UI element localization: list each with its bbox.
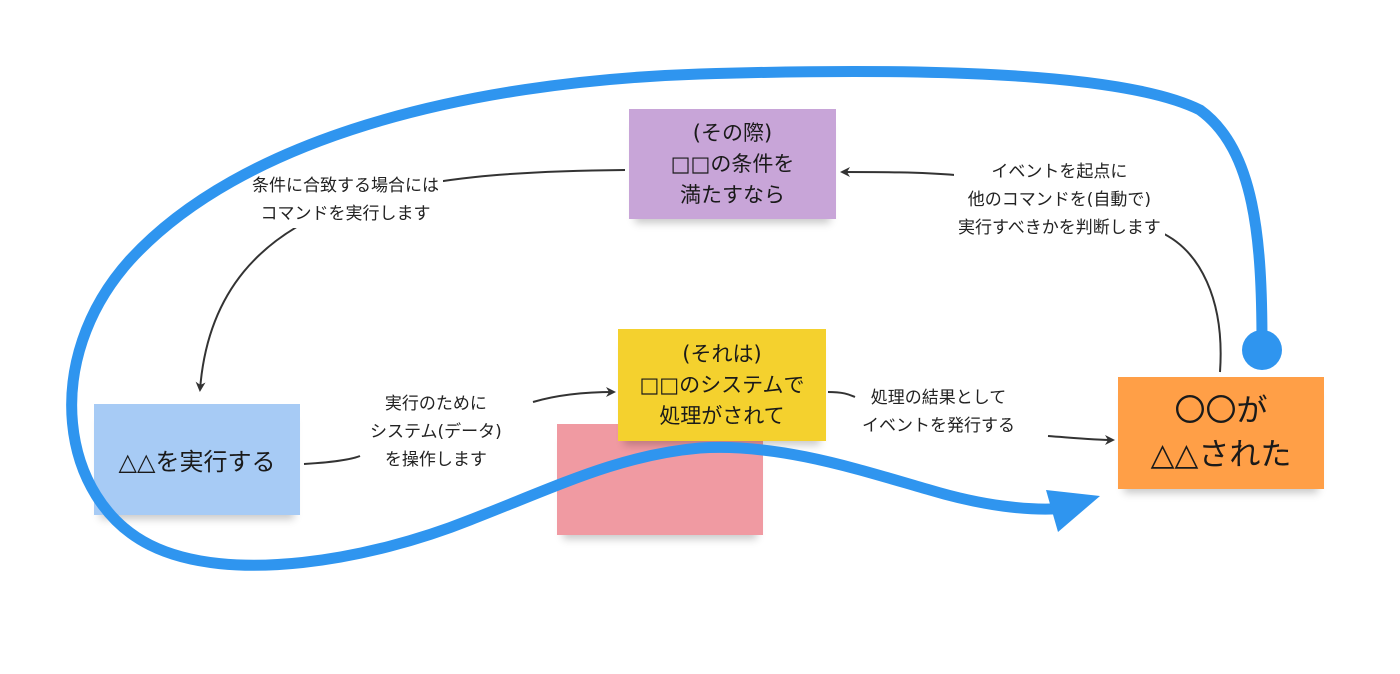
label-condition: 条件に合致する場合には コマンドを実行します xyxy=(248,172,443,228)
label-event-policy-line-2: 他のコマンドを(自動で) xyxy=(967,190,1152,210)
label-result-line-2: イベントを発行する xyxy=(862,416,1015,436)
policy-line-2: □□の条件を xyxy=(670,151,795,176)
connector-aggregate-to-event[interactable] xyxy=(827,391,1113,440)
sticky-policy[interactable]: (その際) □□の条件を 満たすなら xyxy=(629,109,836,219)
sticky-command[interactable]: △△を実行する xyxy=(94,404,300,515)
command-text: △△を実行する xyxy=(118,448,276,476)
label-execute-line-1: 実行のために xyxy=(384,394,487,414)
event-line-1: 〇〇が xyxy=(1174,393,1268,429)
connector-command-to-aggregate[interactable] xyxy=(303,392,614,465)
aggregate-line-3: 処理がされて xyxy=(659,403,785,428)
label-event-policy: イベントを起点に 他のコマンドを(自動で) 実行すべきかを判断します xyxy=(954,158,1165,242)
aggregate-line-1: (それは) xyxy=(682,341,762,366)
aggregate-line-2: □□のシステムで xyxy=(639,372,805,397)
label-execute: 実行のために システム(データ) を操作します xyxy=(366,390,506,474)
flow-loop-arrowhead xyxy=(1046,490,1100,532)
flow-loop-stroke[interactable] xyxy=(66,65,1268,571)
flow-loop-start-dot[interactable] xyxy=(1242,330,1282,370)
label-condition-line-2: コマンドを実行します xyxy=(260,204,431,224)
label-condition-line-1: 条件に合致する場合には xyxy=(252,176,439,196)
label-event-policy-line-1: イベントを起点に xyxy=(991,162,1128,182)
sticky-aggregate[interactable]: (それは) □□のシステムで 処理がされて xyxy=(618,329,826,441)
label-result-line-1: 処理の結果として xyxy=(870,388,1007,408)
event-line-2: △△された xyxy=(1150,437,1292,473)
label-execute-line-3: を操作します xyxy=(384,450,487,470)
connector-event-to-policy[interactable] xyxy=(842,172,1222,373)
label-execute-line-2: システム(データ) xyxy=(370,422,502,442)
label-result: 処理の結果として イベントを発行する xyxy=(858,384,1019,440)
policy-line-1: (その際) xyxy=(692,120,773,145)
policy-line-3: 満たすなら xyxy=(680,182,785,207)
label-event-policy-line-3: 実行すべきかを判断します xyxy=(958,218,1161,238)
sticky-domain-event[interactable]: 〇〇が △△された xyxy=(1118,377,1324,489)
